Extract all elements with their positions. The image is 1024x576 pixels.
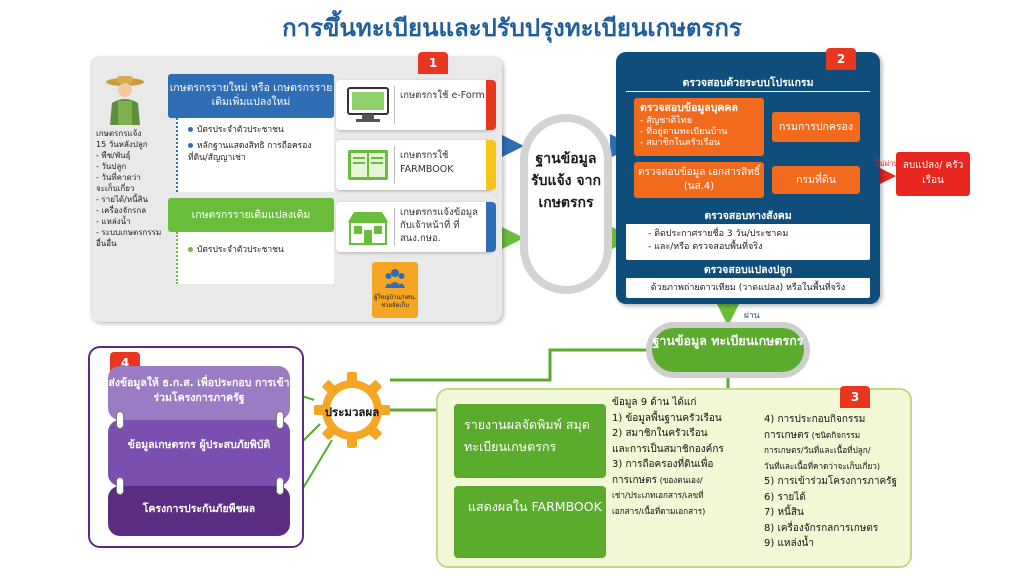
data-item: การเกษตร/วันที่และเนื้อที่ปลูก/ [764,445,871,455]
farmer-db-label: ฐานข้อมูล ทะเบียนเกษตรกร [652,328,804,372]
book-icon [348,150,388,180]
farmer-line: จะเก็บเกี่ยว [96,184,135,193]
new-farmer-docs: บัตรประจำตัวประชาชน หลักฐานแสดงสิทธิ การ… [176,118,334,192]
doc-item: หลักฐานแสดงสิทธิ การถือครองที่ดิน/สัญญาเ… [188,141,312,163]
personal-check-item: - ที่อยู่ตามทะเบียนบ้าน [640,127,728,137]
data-item: การเกษตร (ของตนเอง/ [612,474,703,486]
data-item: 4) การประกอบกิจกรรม [764,414,866,425]
farmer-line: - ระบบเกษตรกรรม [96,228,162,237]
plot-check-body: ด้วยภาพถ่ายดาวเทียม (วาดแปลง) หรือในพื้น… [650,283,846,293]
option-label: เกษตรกรแจ้งข้อมูลกับเจ้าหน้าที่ ที่ สนง.… [400,207,478,244]
data-item: 9) แหล่งน้ำ [764,538,814,549]
data-item: 2) สมาชิกในครัวเรือน [612,428,708,439]
personal-check-item: - สมาชิกในครัวเรือน [640,138,721,148]
baac-data-step: ส่งข้อมูลให้ ธ.ก.ส. เพื่อประกอบ การเข้าร… [108,366,290,420]
received-db-label: ฐานข้อมูล รับแจ้ง จาก เกษตรกร [528,122,604,286]
plot-check-header: ตรวจสอบแปลงปลูก [626,262,870,278]
data-item: 5) การเข้าร่วมโครงการภาครัฐ [764,476,898,487]
data-item: การเกษตร (ชนิดกิจกรรม [764,429,861,441]
program-check-header: ตรวจสอบด้วยระบบโปรแกรม [626,74,870,92]
farmer-line: - วันปลูก [96,162,127,171]
data-item: 8) เครื่องจักรกลการเกษตร [764,522,879,534]
pass-label: ผ่าน [744,311,760,321]
social-check-item: - ติดประกาศรายชื่อ 3 วัน/ประชาคม [648,229,789,239]
disaster-data-step: ข้อมูลเกษตรกร ผู้ประสบภัยพิบัติ [108,420,290,486]
farmer-line: - พืช/พันธุ์ [96,151,131,160]
processing-label: ประมวลผล [324,405,380,419]
helper-label: ผู้ใหญ่บ้าน/กศน. ช่วยจัดเก็บ [373,294,417,309]
land-doc-check-box: ตรวจสอบข้อมูล เอกสารสิทธิ์ (นส.4) [634,162,764,198]
fail-label: ไม่ผ่าน [876,159,899,168]
binder-ring [276,477,284,495]
people-icon [385,269,405,288]
data-item: และการเป็นสมาชิกองค์กร [612,443,724,455]
data-item: 6) รายได้ [764,491,806,503]
land-dept-box: กรมที่ดิน [772,166,860,194]
panel3-badge: 3 [840,386,870,408]
farmer-icon [106,76,144,125]
option-office: เกษตรกรแจ้งข้อมูลกับเจ้าหน้าที่ ที่ สนง.… [336,202,496,252]
building-icon [348,212,388,245]
farmer-line: - วันที่คาดว่า [96,173,141,182]
social-check-box: ตรวจสอบทางสังคม - ติดประกาศรายชื่อ 3 วัน… [626,208,870,260]
data-item: 7) หนี้สิน [764,507,804,518]
items-header: ข้อมูล 9 ด้าน ได้แก่ [612,397,697,408]
data-item: เช่า/ประเภทเอกสาร/เลขที่ [612,490,704,500]
data-item: เอกสาร/เนื้อที่ตามเอกสาร) [612,505,706,516]
line-db-to-gear [390,348,646,382]
village-helper-box: ผู้ใหญ่บ้าน/กศน. ช่วยจัดเก็บ [372,262,418,318]
doc-item: บัตรประจำตัวประชาชน [188,244,328,256]
option-farmbook: เกษตรกรใช้ FARMBOOK [336,140,496,190]
plot-check-box: ตรวจสอบแปลงปลูก ด้วยภาพถ่ายดาวเทียม (วาด… [626,262,870,298]
panel2-badge: 2 [826,48,856,70]
page-title: การขึ้นทะเบียนและปรับปรุงทะเบียนเกษตรกร [282,14,742,42]
farmer-line: อื่นอื่น [96,239,117,248]
gear-icon [314,372,390,448]
personal-check-title: ตรวจสอบข้อมูลบุคคล [640,102,738,114]
farmer-line: 15 วันหลังปลูก [96,140,148,149]
data-item: 3) การถือครองที่ดินเพื่อ [612,459,714,470]
report-print-box: รายงานผลจัดพิมพ์ สมุดทะเบียนเกษตรกร [454,404,606,478]
delete-plot-box: ลบแปลง/ ครัวเรือน [896,152,970,196]
doc-item: บัตรประจำตัวประชาชน [188,124,328,136]
social-check-item: - และ/หรือ ตรวจสอบพื้นที่จริง [648,242,763,252]
personal-check-box: ตรวจสอบข้อมูลบุคคล - สัญชาติไทย - ที่อยู… [634,98,764,156]
data-item: วันที่และเนื้อที่คาดว่าจะเก็บเกี่ยว) [764,460,881,471]
new-farmer-header: เกษตรกรรายใหม่ หรือ เกษตรกรรายเดิมเพิ่มแ… [168,74,334,118]
crop-insurance-step: โครงการประกันภัยพืชผล [108,486,290,536]
option-label: เกษตรกรใช้ e-Form [400,90,485,101]
old-farmer-header: เกษตรกรรายเดิมแปลงเดิม [168,198,334,232]
data-items-col2: 4) การประกอบกิจกรรม การเกษตร (ชนิดกิจกรร… [764,412,914,552]
binder-ring [116,411,124,429]
farmer-line: - แหล่งน้ำ [96,217,131,226]
computer-icon [347,87,389,122]
data-item: 1) ข้อมูลพื้นฐานครัวเรือน [612,412,722,424]
dopa-box: กรมการปกครอง [772,112,860,142]
farmbook-display-box: แสดงผลใน FARMBOOK [454,486,606,558]
farmer-line: เกษตรกรแจ้ง [96,129,142,138]
farmer-line: - รายได้/หนี้สิน [96,195,148,204]
social-check-header: ตรวจสอบทางสังคม [626,208,870,224]
option-label: เกษตรกรใช้ FARMBOOK [400,150,454,175]
old-farmer-docs: บัตรประจำตัวประชาชน [176,232,334,284]
binder-ring [276,411,284,429]
personal-check-item: - สัญชาติไทย [640,116,693,126]
binder-ring [116,477,124,495]
option-eform: เกษตรกรใช้ e-Form [336,80,496,130]
panel1-badge: 1 [418,52,448,74]
data-items-col1: ข้อมูล 9 ด้าน ได้แก่ 1) ข้อมูลพื้นฐานครั… [612,396,762,519]
farmer-line: - เครื่องจักรกล [96,206,147,215]
farmer-report-list: เกษตรกรแจ้ง 15 วันหลังปลูก - พืช/พันธุ์ … [96,128,168,249]
